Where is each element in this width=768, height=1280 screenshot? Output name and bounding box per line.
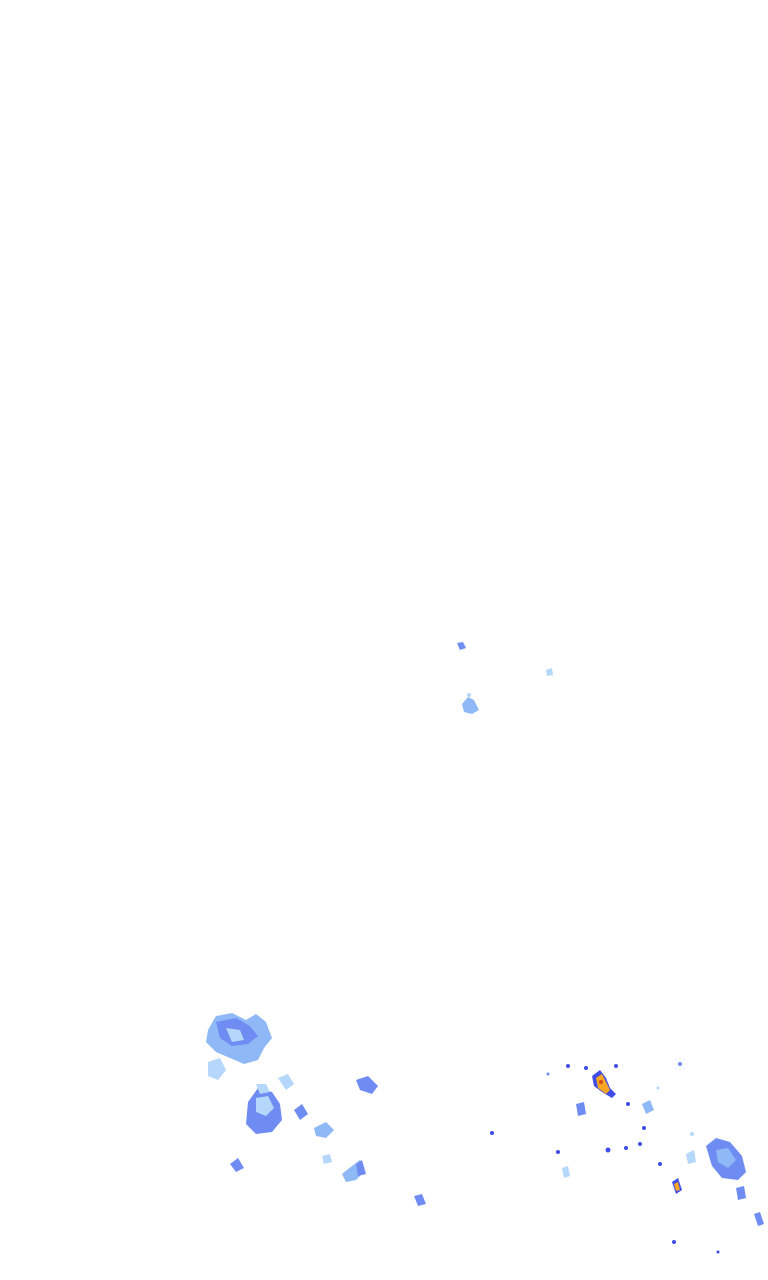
echo-cell [414, 1194, 426, 1206]
echo-cell [754, 1212, 764, 1226]
echo-cell [576, 1102, 586, 1116]
echo-cell [596, 1074, 610, 1094]
echo-cell [256, 1096, 274, 1116]
echo-cell [672, 1240, 676, 1244]
echo-cell [467, 693, 471, 697]
echo-cell [546, 1072, 550, 1076]
echo-cell [566, 1064, 570, 1068]
echo-cell [674, 1182, 680, 1191]
echo-cell [686, 1150, 696, 1164]
echo-cell [546, 668, 553, 676]
echo-cell [356, 1160, 366, 1176]
echo-cluster-southeast [490, 1062, 764, 1254]
echo-cell [462, 697, 479, 714]
echo-cell [656, 1086, 660, 1090]
echo-cell [599, 1080, 603, 1084]
echo-cell [716, 1250, 720, 1254]
echo-cell [658, 1162, 662, 1166]
echo-cluster-upper [457, 642, 553, 714]
echo-cell [690, 1132, 694, 1136]
echo-cell [226, 1028, 244, 1042]
echo-cell [716, 1148, 736, 1168]
echo-cluster-southwest [206, 1013, 426, 1206]
echo-cell [584, 1066, 588, 1070]
echo-cell [208, 1058, 226, 1080]
echo-cell [614, 1064, 618, 1068]
echo-cell [642, 1126, 646, 1130]
echo-cell [256, 1084, 270, 1094]
echo-cell [562, 1166, 570, 1178]
echo-cell [294, 1104, 308, 1120]
echo-cell [642, 1100, 654, 1114]
echo-cell [457, 642, 466, 650]
echo-cell [314, 1122, 334, 1138]
echo-cell [624, 1146, 628, 1150]
echo-cell [230, 1158, 244, 1172]
echo-cell [556, 1150, 560, 1154]
echo-cell [638, 1142, 642, 1146]
echo-cell [322, 1154, 332, 1164]
echo-cell [356, 1076, 378, 1094]
echo-cell [626, 1102, 630, 1106]
echo-cell [278, 1074, 294, 1090]
echo-cell [605, 1147, 611, 1153]
echo-cell [678, 1062, 682, 1066]
echo-cell [736, 1186, 746, 1200]
echo-cell [490, 1131, 494, 1135]
